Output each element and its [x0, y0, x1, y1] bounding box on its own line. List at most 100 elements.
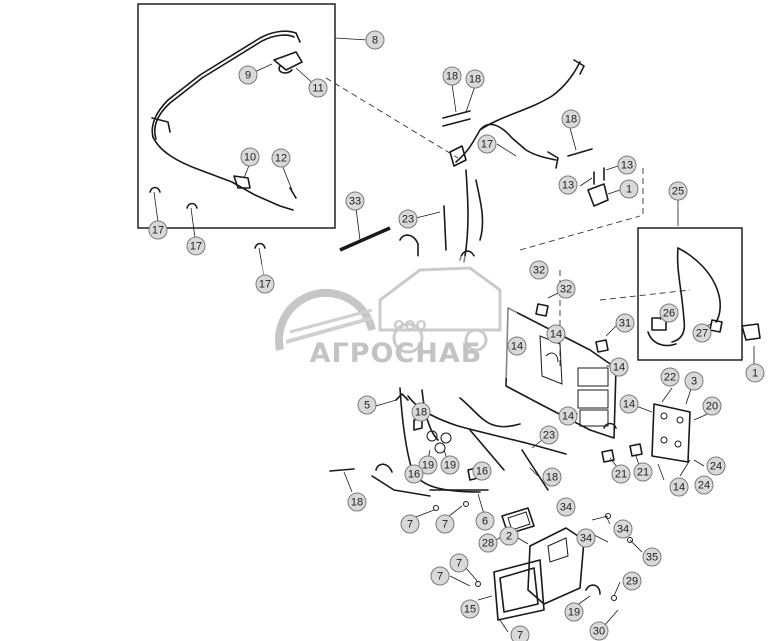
callout-circle [404, 464, 424, 484]
callout-circle [365, 30, 385, 50]
callout-circle [529, 260, 549, 280]
callout-8: 8 [365, 30, 385, 50]
callout-label: 6 [482, 516, 488, 528]
callout-18: 18 [411, 402, 431, 422]
callout-label: 19 [422, 460, 434, 472]
callout-circle [546, 324, 566, 344]
callout-label: 32 [533, 265, 545, 277]
callout-21: 21 [611, 464, 631, 484]
callout-label: 21 [637, 467, 649, 479]
callout-label: 7 [437, 571, 443, 583]
callout-14: 14 [507, 336, 527, 356]
callout-circle [702, 396, 722, 416]
callout-label: 16 [408, 469, 420, 481]
callout-circle [706, 456, 726, 476]
callout-31: 31 [615, 313, 635, 333]
callout-22: 22 [660, 367, 680, 387]
callout-33: 33 [345, 191, 365, 211]
callout-35: 35 [642, 547, 662, 567]
callout-circle [556, 279, 576, 299]
callout-circle [398, 209, 418, 229]
callout-label: 34 [617, 524, 629, 536]
callout-label: 12 [275, 153, 287, 165]
callout-label: 1 [752, 368, 758, 380]
callout-14: 14 [619, 394, 639, 414]
callout-label: 20 [706, 401, 718, 413]
callout-16: 16 [404, 464, 424, 484]
callout-7: 7 [449, 553, 469, 573]
callout-label: 33 [349, 196, 361, 208]
callout-18: 18 [561, 109, 581, 129]
callout-17: 17 [255, 274, 275, 294]
callout-label: 34 [580, 533, 592, 545]
callout-29: 29 [622, 571, 642, 591]
callout-label: 7 [407, 519, 413, 531]
callout-17: 17 [477, 134, 497, 154]
dashed-guide-8 [325, 77, 459, 159]
callout-circle [507, 336, 527, 356]
bracket-1-upper [579, 165, 621, 207]
callout-7: 7 [430, 566, 450, 586]
callout-13: 13 [617, 155, 637, 175]
callout-17: 17 [148, 220, 168, 240]
callout-label: 25 [672, 186, 684, 198]
callout-circle [400, 514, 420, 534]
callout-label: 18 [351, 497, 363, 509]
callout-label: 22 [664, 372, 676, 384]
callout-label: 1 [626, 184, 632, 196]
callout-label: 18 [469, 74, 481, 86]
callout-16: 16 [472, 461, 492, 481]
callout-circle [542, 467, 562, 487]
callout-label: 24 [710, 461, 722, 473]
callout-circle [684, 371, 704, 391]
callout-label: 14 [613, 362, 625, 374]
callout-7: 7 [435, 514, 455, 534]
callout-label: 30 [593, 626, 605, 638]
callout-19: 19 [440, 455, 460, 475]
callout-circle [271, 148, 291, 168]
callout-23: 23 [398, 209, 418, 229]
callout-9: 9 [238, 65, 258, 85]
callout-label: 10 [244, 152, 256, 164]
callout-circle [660, 367, 680, 387]
callout-circle [561, 109, 581, 129]
callout-19: 19 [564, 602, 584, 622]
callout-circle [622, 571, 642, 591]
callout-5: 5 [357, 395, 377, 415]
callout-circle [308, 78, 328, 98]
callout-15: 15 [460, 599, 480, 619]
callout-circle [449, 553, 469, 573]
plate-3 [601, 385, 713, 481]
callout-14: 14 [546, 324, 566, 344]
callout-label: 8 [372, 35, 378, 47]
callout-2: 2 [499, 526, 519, 546]
callout-circle [633, 462, 653, 482]
callout-circle [558, 175, 578, 195]
callout-32: 32 [556, 279, 576, 299]
rod-33 [339, 207, 391, 252]
callout-circle [478, 533, 498, 553]
callout-label: 17 [481, 139, 493, 151]
callout-circle [240, 147, 260, 167]
callout-14: 14 [669, 477, 689, 497]
callout-circle [460, 599, 480, 619]
callout-label: 28 [482, 538, 494, 550]
callout-label: 18 [565, 114, 577, 126]
callout-34: 34 [556, 497, 576, 517]
callout-label: 17 [190, 241, 202, 253]
callout-18: 18 [347, 492, 367, 512]
callout-label: 35 [646, 552, 658, 564]
callout-18: 18 [465, 69, 485, 89]
callout-label: 14 [550, 329, 562, 341]
callout-circle [668, 181, 688, 201]
callout-18: 18 [442, 66, 462, 86]
callout-label: 18 [415, 407, 427, 419]
callout-18: 18 [542, 467, 562, 487]
callout-label: 26 [663, 308, 675, 320]
callout-label: 17 [152, 225, 164, 237]
callout-label: 19 [568, 607, 580, 619]
callout-label: 9 [245, 70, 251, 82]
callout-label: 7 [456, 558, 462, 570]
callout-circle [609, 357, 629, 377]
